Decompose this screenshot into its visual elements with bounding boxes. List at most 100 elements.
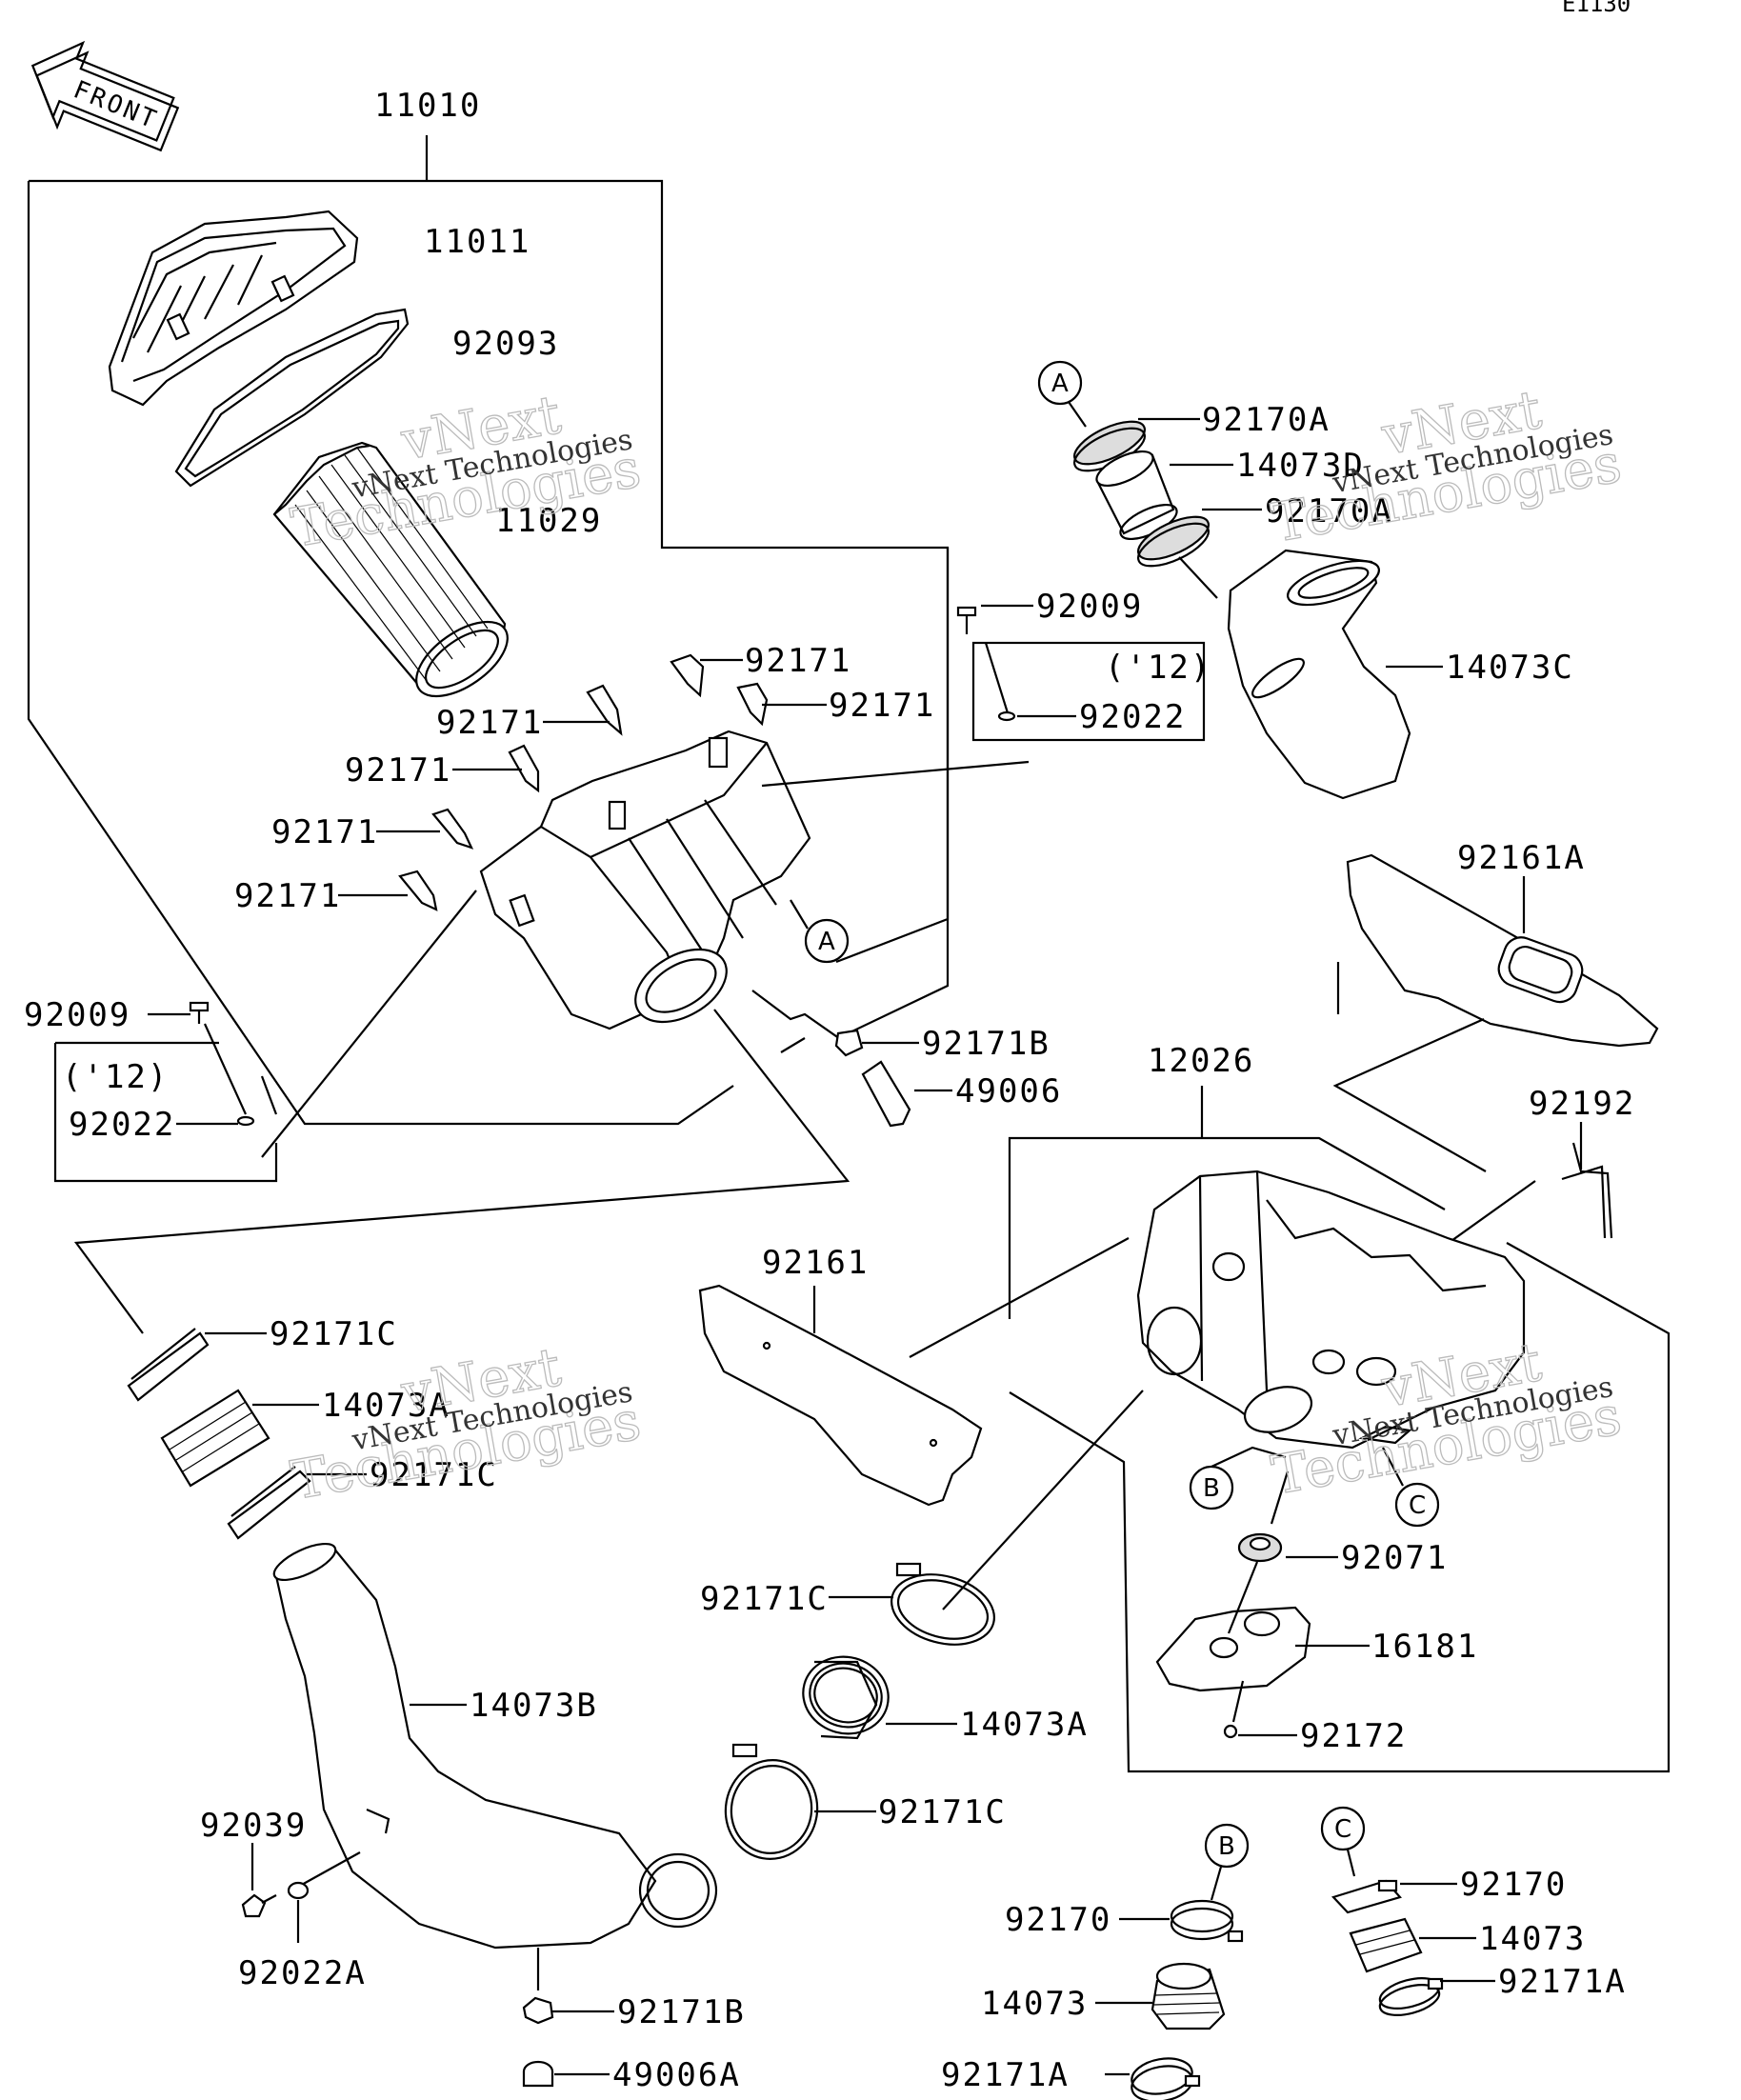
- svg-text:B: B: [1218, 1832, 1235, 1861]
- label-92171-5: 92171: [271, 813, 378, 851]
- clamp-92171a-b: [1131, 2057, 1201, 2100]
- label-16181: 16181: [1371, 1628, 1478, 1666]
- label-92009-b: 92009: [24, 996, 130, 1034]
- sleeve-14073-c: [1349, 1917, 1423, 1973]
- heat-guard-92161: [698, 1284, 983, 1507]
- svg-text:B: B: [1203, 1474, 1220, 1503]
- air-filter-element: [272, 441, 509, 698]
- label-11011: 11011: [424, 223, 530, 261]
- label-92171-1: 92171: [745, 642, 851, 680]
- label-92161a: 92161A: [1457, 839, 1586, 877]
- clip-92171-d: [508, 744, 540, 793]
- sleeve-14073a-a: [160, 1389, 270, 1488]
- clamp-92171c-a: [127, 1328, 210, 1402]
- callout-a-top: [1037, 360, 1083, 406]
- part-labels: 11010 11011 92093 11029 92170A 14073D 92…: [24, 87, 1633, 2094]
- label-92171-3: 92171: [436, 704, 543, 742]
- label-92071: 92071: [1341, 1539, 1448, 1577]
- clip-92171b-a: [834, 1029, 864, 1057]
- diagram-code: E1130: [1562, 0, 1631, 17]
- callout-a-housing: [804, 918, 850, 964]
- label-92171c-2: 92171C: [370, 1456, 498, 1494]
- boot-14073-b: [1151, 1962, 1226, 2030]
- label-12-a: ('12): [1105, 649, 1211, 687]
- clamp-92171c-b: [227, 1466, 311, 1540]
- label-14073a-1: 14073A: [322, 1387, 450, 1425]
- label-92170-b: 92170: [1005, 1901, 1111, 1939]
- clip-92171-e: [431, 808, 474, 850]
- callout-b-bottom: [1204, 1823, 1250, 1869]
- hose-92192: [1561, 1142, 1613, 1239]
- drain-box-16181: [1155, 1561, 1311, 1692]
- label-49006: 49006: [955, 1072, 1062, 1110]
- duct-hose-14073b: [272, 1542, 718, 1950]
- sleeve-14073a-b: [802, 1655, 890, 1740]
- svg-text:A: A: [1051, 370, 1069, 398]
- air-cleaner-housing: [479, 730, 811, 1030]
- callout-c-mid: [1394, 1482, 1440, 1528]
- cap-49006: [861, 1060, 911, 1128]
- label-14073b: 14073B: [470, 1687, 598, 1725]
- resonator-12026: [1136, 1170, 1526, 1450]
- callout-c-bottom: [1320, 1806, 1366, 1851]
- label-92022-a: 92022: [1079, 698, 1186, 736]
- label-92093: 92093: [452, 325, 559, 363]
- label-92039: 92039: [200, 1807, 307, 1845]
- air-filter-cover: [108, 210, 359, 407]
- clamp-92170a-b: [1137, 515, 1210, 568]
- label-92170a-2: 92170A: [1265, 492, 1393, 530]
- box-12-a: [971, 641, 1206, 742]
- clamp-92170-c: [1331, 1879, 1402, 1914]
- washer-92022a: [287, 1881, 310, 1900]
- heat-guard-92161a: [1346, 853, 1659, 1048]
- label-92171-4: 92171: [345, 751, 451, 790]
- bolt-92009-a: [956, 606, 977, 634]
- bolt-92039: [241, 1893, 277, 1918]
- svg-text:A: A: [818, 928, 835, 956]
- screw-92172: [1223, 1724, 1238, 1739]
- clamp-92171a-c: [1378, 1977, 1444, 2016]
- label-92022-b: 92022: [69, 1106, 175, 1144]
- grommet-92071: [1237, 1532, 1283, 1563]
- label-14073-b: 14073: [981, 1985, 1088, 2023]
- label-92171a-c: 92171A: [1498, 1963, 1627, 2001]
- label-92171c-3: 92171C: [700, 1580, 829, 1618]
- label-14073a-2: 14073A: [960, 1706, 1089, 1744]
- sleeve-14073d: [1095, 450, 1178, 541]
- front-arrow-icon: FRONT: [30, 40, 180, 152]
- label-14073c: 14073C: [1446, 649, 1574, 687]
- label-14073d: 14073D: [1236, 447, 1365, 485]
- label-92171-2: 92171: [829, 687, 935, 725]
- label-14073-c: 14073: [1479, 1920, 1586, 1958]
- clip-92171-a: [670, 653, 705, 698]
- label-11010: 11010: [374, 87, 481, 125]
- label-92170-c: 92170: [1460, 1866, 1567, 1904]
- watermark-bottom-left: vNext Technologies vNext Technologies: [286, 1336, 646, 1513]
- bracket-12026: [1008, 1017, 1671, 1773]
- label-92009-a: 92009: [1036, 588, 1143, 626]
- label-92171a-b: 92171A: [941, 2056, 1070, 2094]
- clip-92171-f: [398, 870, 438, 911]
- clip-92171-b: [736, 682, 769, 727]
- label-92171c-1: 92171C: [270, 1315, 398, 1353]
- clip-92171b-b: [522, 1996, 554, 2025]
- label-92161: 92161: [762, 1244, 869, 1282]
- label-92171c-4: 92171C: [878, 1793, 1007, 1831]
- washer-92022-b: [236, 1115, 255, 1127]
- bracket-11010: [27, 135, 950, 1126]
- label-92022a: 92022A: [238, 1954, 367, 1992]
- svg-text:C: C: [1409, 1491, 1426, 1520]
- intake-duct-14073c: [1227, 549, 1411, 800]
- bolt-92009-b: [189, 1001, 210, 1024]
- clamp-92170-b: [1170, 1899, 1244, 1943]
- label-92171-6: 92171: [234, 877, 341, 915]
- label-92170a-1: 92170A: [1202, 401, 1331, 439]
- label-92171b-2: 92171B: [617, 1993, 746, 2031]
- label-92172: 92172: [1300, 1717, 1407, 1755]
- clamp-92171c-d: [724, 1743, 819, 1860]
- label-49006a: 49006A: [612, 2056, 741, 2094]
- label-12-b: ('12): [62, 1058, 169, 1096]
- label-11029: 11029: [495, 502, 602, 540]
- label-92171b-1: 92171B: [922, 1025, 1051, 1063]
